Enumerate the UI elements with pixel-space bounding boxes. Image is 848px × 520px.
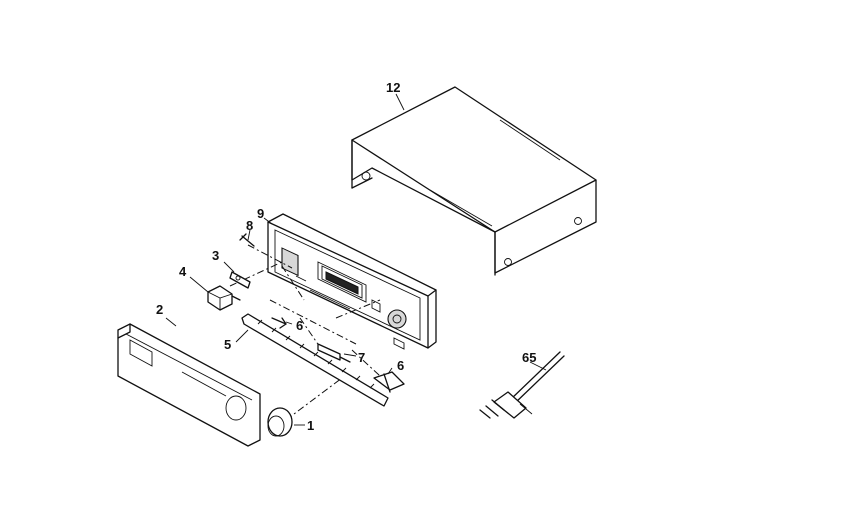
label-part-7: 7 [358, 350, 365, 365]
label-part-8: 8 [246, 218, 253, 233]
lever-part [229, 271, 251, 289]
assembly-guide-lines [229, 244, 381, 421]
power-cord-part [479, 351, 565, 419]
label-part-4: 4 [179, 264, 187, 279]
front-knob-part [267, 407, 293, 437]
label-part-12: 12 [386, 80, 400, 95]
label-part-5: 5 [224, 337, 231, 352]
front-panel-part [117, 323, 261, 447]
label-part-1: 1 [307, 418, 314, 433]
label-part-3: 3 [212, 248, 219, 263]
screw-b-part [373, 371, 405, 393]
label-part-9: 9 [257, 206, 264, 221]
label-part-6b: 6 [397, 358, 404, 373]
label-part-2: 2 [156, 302, 163, 317]
slide-piece-part [317, 343, 351, 363]
label-part-65: 65 [522, 350, 536, 365]
label-part-6a: 6 [296, 318, 303, 333]
screw-top-part [239, 233, 255, 247]
top-cover [351, 86, 597, 276]
button-strip-part [241, 313, 389, 407]
button-block-part [207, 285, 241, 311]
leader-lines [165, 93, 547, 426]
front-chassis [267, 213, 437, 350]
screw-a-part [271, 317, 287, 329]
